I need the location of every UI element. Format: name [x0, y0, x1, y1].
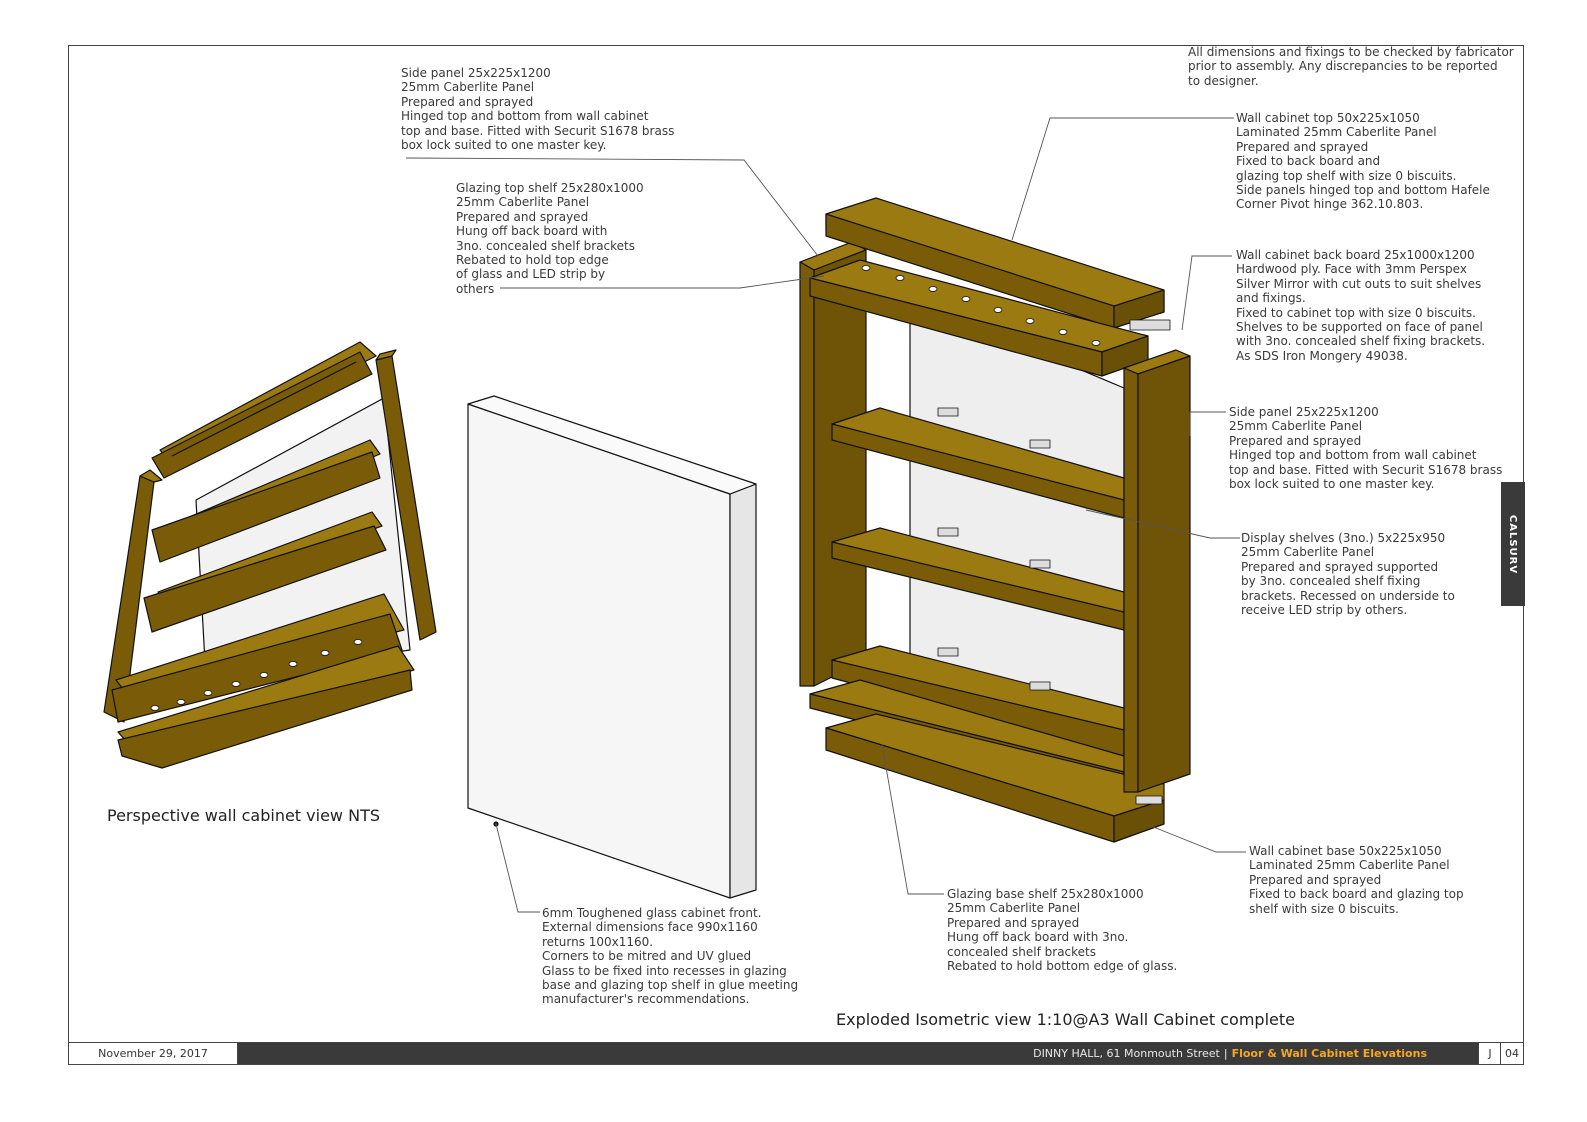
exploded-isometric-view: [799, 197, 1191, 843]
annotation-back-board: Wall cabinet back board 25x1000x1200 Har…: [1236, 248, 1486, 363]
annotation-side-panel-left: Side panel 25x225x1200 25mm Caberlite Pa…: [401, 66, 675, 153]
wall-cabinet-top-side: [1113, 289, 1165, 329]
title-block-project: DINNY HALL, 61 Monmouth Street: [1033, 1047, 1220, 1060]
perspective-left-side-panel-face: [139, 469, 163, 483]
title-block-page: 04: [1500, 1043, 1523, 1064]
perspective-base-front: [117, 669, 413, 769]
annotation-wall-cabinet-base: Wall cabinet base 50x225x1050 Laminated …: [1249, 844, 1464, 916]
title-block-revision: J: [1478, 1043, 1501, 1064]
caption-exploded: Exploded Isometric view 1:10@A3 Wall Cab…: [836, 1010, 1295, 1029]
brand-tab: CALSURV: [1501, 482, 1525, 606]
glass-top-return: [467, 395, 757, 495]
annotation-display-shelves: Display shelves (3no.) 5x225x950 25mm Ca…: [1241, 531, 1455, 618]
perspective-shelf-1-front: [151, 451, 381, 563]
title-block-separator: |: [1223, 1047, 1228, 1060]
perspective-right-side-panel-face: [375, 349, 397, 361]
title-block-drawing-title: Floor & Wall Cabinet Elevations: [1231, 1047, 1427, 1060]
wall-cabinet-base-side: [1113, 799, 1165, 843]
title-block-main: DINNY HALL, 61 Monmouth Street | Floor &…: [238, 1043, 1523, 1064]
brand-label: CALSURV: [1507, 514, 1519, 574]
caption-perspective: Perspective wall cabinet view NTS: [107, 806, 380, 825]
annotation-glazing-top-shelf: Glazing top shelf 25x280x1000 25mm Caber…: [456, 181, 644, 296]
annotation-side-panel-right: Side panel 25x225x1200 25mm Caberlite Pa…: [1229, 405, 1503, 492]
perspective-shelf-2-front: [143, 525, 387, 633]
right-side-panel-face: [1137, 355, 1191, 793]
glass-return: [729, 483, 757, 899]
glass-cabinet-front: [467, 395, 757, 899]
leader-lines: [405, 117, 1246, 913]
general-note: All dimensions and fixings to be checked…: [1188, 45, 1514, 88]
annotation-glazing-base-shelf: Glazing base shelf 25x280x1000 25mm Cabe…: [947, 887, 1178, 974]
led-holes: [861, 265, 1101, 346]
left-side-panel-face: [813, 249, 867, 687]
shelf-fixing-brackets: [937, 319, 1171, 805]
annotation-glass-front: 6mm Toughened glass cabinet front. Exter…: [542, 906, 799, 1007]
perspective-glazing-base-shelf-front: [111, 613, 403, 723]
title-block: November 29, 2017 DINNY HALL, 61 Monmout…: [68, 1042, 1524, 1065]
left-side-panel: [799, 261, 815, 687]
perspective-cabinet-view: [103, 341, 437, 769]
perspective-top-front: [151, 351, 373, 479]
right-side-panel: [1123, 367, 1139, 793]
annotation-wall-cabinet-top: Wall cabinet top 50x225x1050 Laminated 2…: [1236, 111, 1490, 212]
perspective-led-lights: [150, 639, 363, 711]
title-block-date: November 29, 2017: [69, 1043, 238, 1064]
